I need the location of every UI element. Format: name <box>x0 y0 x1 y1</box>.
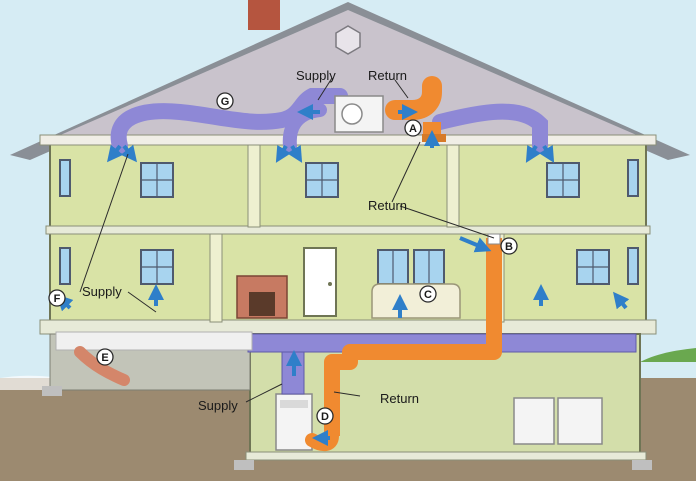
callout-g-text: G <box>221 96 230 108</box>
washer <box>513 397 555 445</box>
label-supply-living: Supply <box>82 284 122 299</box>
footing <box>42 386 62 396</box>
window-mullions <box>141 163 609 284</box>
supply-arrow <box>539 144 555 163</box>
insulated-duct <box>55 331 253 351</box>
callout-f-text: F <box>54 293 61 305</box>
return-arrow <box>459 236 492 253</box>
door-knob <box>328 282 332 286</box>
attic-supply-right <box>432 103 548 154</box>
callout-d-text: D <box>321 411 329 423</box>
return-grille-b <box>487 233 501 245</box>
furnace-panel <box>280 400 308 408</box>
callout-d <box>316 407 334 425</box>
supply-arrows <box>56 104 630 446</box>
supply-arrow <box>275 144 291 163</box>
supply-arrow <box>613 291 630 310</box>
supply-arrow <box>107 144 124 163</box>
callout-b <box>500 237 518 255</box>
grass-patch <box>640 348 696 362</box>
label-return-attic: Return <box>368 68 407 83</box>
crawlspace-duct-e <box>74 346 130 386</box>
return-trunk <box>324 238 502 436</box>
ceiling-slab <box>39 134 657 146</box>
door <box>303 247 337 317</box>
callout-e <box>96 348 114 366</box>
fireplace-opening <box>249 292 275 316</box>
callout-a-text: A <box>409 123 417 135</box>
label-supply-attic: Supply <box>296 68 336 83</box>
fan-icon <box>341 103 363 125</box>
supply-arrow <box>525 144 541 163</box>
supply-arrow <box>287 144 303 163</box>
footing <box>234 460 254 470</box>
callout-c-text: C <box>424 289 432 301</box>
label-supply-basement: Supply <box>198 398 238 413</box>
callout-c <box>419 285 437 303</box>
chimney <box>248 0 280 30</box>
basement-floor <box>245 451 647 461</box>
callout-circles <box>48 92 518 425</box>
leader-lines <box>79 77 495 403</box>
label-return-upper: Return <box>368 198 407 213</box>
callout-a <box>404 119 422 137</box>
dryer <box>557 397 603 445</box>
attic-vent-icon <box>335 25 361 55</box>
callout-f <box>48 289 66 307</box>
callout-g <box>216 92 234 110</box>
interior-wall <box>247 144 261 228</box>
callout-b-text: B <box>505 241 513 253</box>
callout-e-text: E <box>101 352 108 364</box>
sofa <box>371 283 461 319</box>
supply-arrow <box>120 144 137 163</box>
label-return-basement: Return <box>380 391 419 406</box>
footing <box>632 460 652 470</box>
upper-floor-slab <box>45 225 651 235</box>
interior-wall <box>446 144 460 228</box>
interior-wall <box>209 233 223 323</box>
